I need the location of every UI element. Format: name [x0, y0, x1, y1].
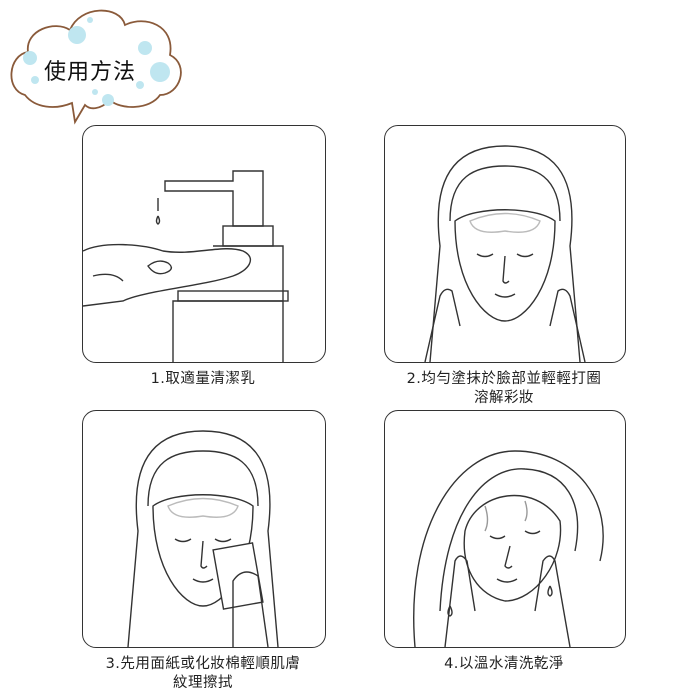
step-4-caption-line1: 4.以溫水清洗乾淨	[444, 656, 564, 672]
step-3-caption-line1: 3.先用面紙或化妝棉輕順肌膚	[105, 656, 301, 672]
step-2-caption-line2: 溶解彩妝	[474, 390, 534, 406]
step-4-caption: 4.以溫水清洗乾淨	[384, 655, 624, 674]
step-2-caption-line1: 2.均勻塗抹於臉部並輕輕打圈	[406, 371, 602, 387]
step-1-caption-line1: 1.取適量清潔乳	[150, 371, 256, 387]
step-1-caption: 1.取適量清潔乳	[82, 370, 324, 389]
step-4-illustration	[384, 410, 626, 648]
step-2-caption: 2.均勻塗抹於臉部並輕輕打圈 溶解彩妝	[384, 370, 624, 408]
step-2-illustration	[384, 125, 626, 363]
step-1-illustration	[82, 125, 326, 363]
title-cloud-bubble	[10, 9, 182, 125]
step-3-illustration	[82, 410, 326, 648]
page-title: 使用方法	[44, 60, 137, 85]
step-3-caption: 3.先用面紙或化妝棉輕順肌膚 紋理擦拭	[82, 655, 324, 693]
step-3-caption-line2: 紋理擦拭	[173, 675, 233, 691]
